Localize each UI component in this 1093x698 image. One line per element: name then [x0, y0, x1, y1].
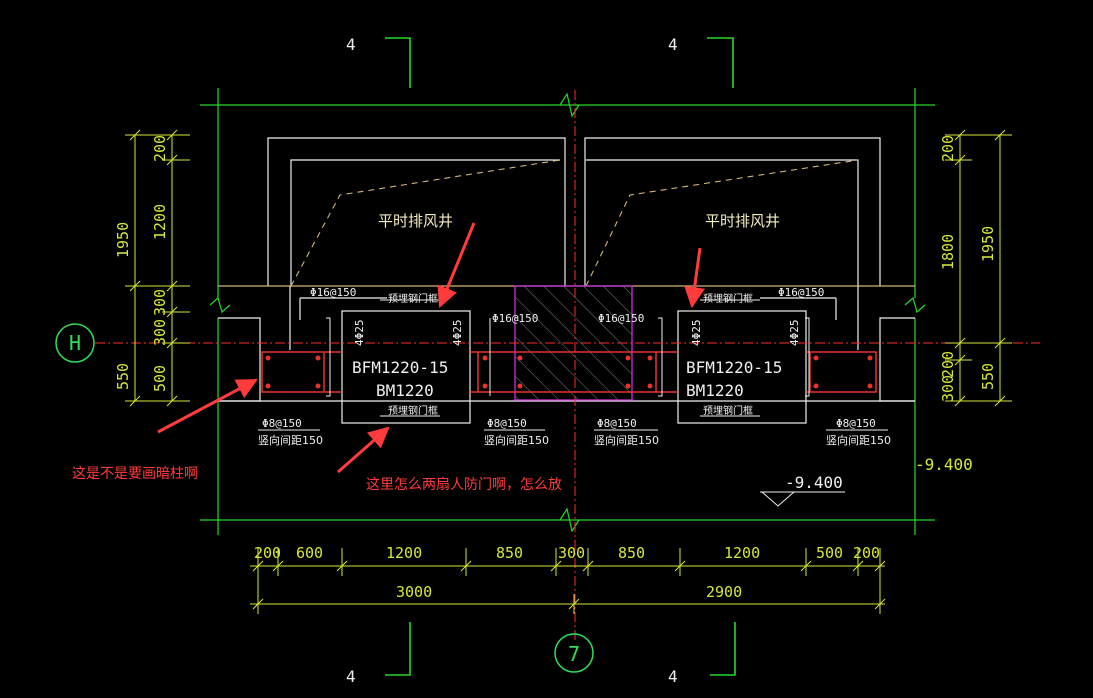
right-dimension-text: 200 1800 200 300 1950 550: [939, 135, 997, 402]
door-label: BM1220: [376, 381, 434, 400]
section-mark-top-left: 4: [346, 35, 411, 88]
vertical-rebar-labels: 4Φ25 4Φ25 4Φ25 4Φ25: [353, 320, 801, 347]
axis-bubble-label: H: [69, 331, 81, 355]
spacing-label: 竖向间距150: [484, 433, 549, 447]
dim-text: 3000: [396, 583, 432, 601]
section-mark-bottom-left: 4: [346, 622, 411, 686]
level-marker: -9.400: [760, 473, 845, 507]
outer-boundary: [200, 88, 935, 535]
section-mark-label: 4: [668, 667, 678, 686]
rebar-label: 4Φ25: [353, 320, 366, 347]
dim-text: 850: [496, 544, 523, 562]
dim-text: 600: [296, 544, 323, 562]
rebar-label: Φ8@150: [836, 417, 876, 430]
dim-text: 2900: [706, 583, 742, 601]
dim-text: 300: [151, 319, 169, 346]
rebar-label: 4Φ25: [788, 320, 801, 347]
rebar-label: Φ8@150: [597, 417, 637, 430]
spacing-label: 竖向间距150: [258, 433, 323, 447]
section-mark-top-right: 4: [668, 35, 734, 88]
annotation-center-question: 这里怎么两扇人防门啊，怎么放: [366, 476, 562, 493]
rebar-label: 4Φ25: [451, 320, 464, 347]
annotation-arrow: [157, 378, 258, 434]
tie-bars: [326, 317, 810, 397]
dim-text: 200: [853, 544, 880, 562]
axis-bubble-7: 7: [554, 633, 594, 673]
rebar-label: Φ8@150: [262, 417, 302, 430]
dim-text: 850: [618, 544, 645, 562]
door-frame-label: 预埋钢门框: [703, 292, 753, 305]
right-dimension-lines: [945, 129, 1012, 407]
door-frame-label: 预埋钢门框: [703, 404, 753, 417]
dim-text: 300: [558, 544, 585, 562]
dim-text: 550: [979, 363, 997, 390]
rebar-label: Φ16@150: [778, 286, 824, 299]
section-mark-label: 4: [346, 667, 356, 686]
dim-text: 1800: [939, 234, 957, 270]
dim-text: 500: [816, 544, 843, 562]
rebar-label: Φ8@150: [487, 417, 527, 430]
left-dimension-lines: [125, 129, 190, 407]
level-mark-right: -9.400: [915, 455, 973, 474]
bottom-dimension-lines: [250, 548, 886, 614]
rebar-label-underlines: [258, 299, 888, 431]
annotation-arrow: [337, 426, 390, 474]
spacing-label: 竖向间距150: [826, 433, 891, 447]
dim-text: 200: [151, 135, 169, 162]
door-label: BM1220: [686, 381, 744, 400]
rebar-label: Φ16@150: [492, 312, 538, 325]
rebar-label: Φ16@150: [310, 286, 356, 299]
dim-text: 1200: [386, 544, 422, 562]
dim-text: 550: [114, 363, 132, 390]
dim-text: 300: [939, 375, 957, 402]
dim-text: 1200: [724, 544, 760, 562]
dim-text: 1950: [979, 226, 997, 262]
rebar-elements: [261, 351, 877, 393]
rebar-label: 4Φ25: [690, 320, 703, 347]
rebar-dots: [265, 355, 873, 389]
dim-text: 200: [254, 544, 281, 562]
annotation-arrow: [684, 247, 705, 309]
spacing-labels: 竖向间距150 竖向间距150 竖向间距150 竖向间距150: [258, 433, 891, 447]
dim-text: 500: [151, 365, 169, 392]
annotation-arrow: [437, 222, 476, 308]
shaft-ramp-lines: [290, 159, 859, 287]
dim-text: 200: [939, 135, 957, 162]
rebar-label: Φ16@150: [598, 312, 644, 325]
door-frame-label: 预埋钢门框: [388, 404, 438, 417]
dim-text: 1950: [114, 222, 132, 258]
spacing-label: 竖向间距150: [594, 433, 659, 447]
door-frame-labels: 预埋钢门框 预埋钢门框 预埋钢门框 预埋钢门框: [388, 292, 753, 417]
door-frame-left: [299, 297, 471, 424]
door-frame-label: 预埋钢门框: [388, 292, 438, 305]
door-frame-right: [677, 297, 837, 424]
section-mark-label: 4: [668, 35, 678, 54]
annotation-left-question: 这是不是要画暗柱啊: [72, 465, 198, 482]
section-mark-label: 4: [346, 35, 356, 54]
axis-lines: [95, 90, 1040, 640]
axis-bubble-label: 7: [568, 642, 580, 666]
door-label: BFM1220-15: [686, 358, 782, 377]
bottom-dimension-text: 200 600 1200 850 300 850 1200 500 200 30…: [254, 544, 880, 601]
dim-text: 300: [151, 289, 169, 316]
shaft-label-left: 平时排风井: [378, 212, 453, 230]
axis-bubble-h: H: [55, 323, 95, 363]
door-labels: BFM1220-15 BM1220 BFM1220-15 BM1220: [352, 358, 782, 400]
level-marker-label: -9.400: [785, 473, 843, 492]
door-label: BFM1220-15: [352, 358, 448, 377]
annotation-arrows: [157, 222, 705, 474]
left-dimension-text: 1950 200 1200 300 300 500 550: [114, 135, 169, 392]
section-mark-bottom-right: 4: [668, 622, 736, 686]
rebar-labels: Φ16@150 Φ16@150 Φ16@150 Φ16@150 Φ8@150 Φ…: [262, 286, 876, 430]
shaft-label-right: 平时排风井: [705, 212, 780, 230]
dim-text: 200: [939, 351, 957, 378]
dim-text: 1200: [151, 204, 169, 240]
